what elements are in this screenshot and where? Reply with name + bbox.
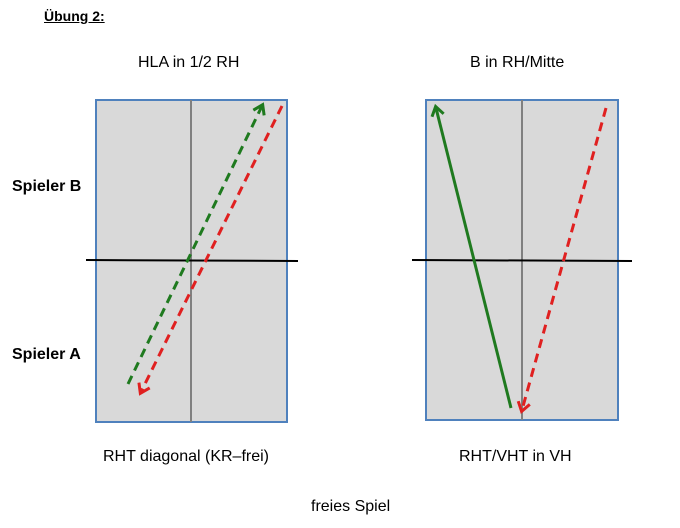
court-right-caption: RHT/VHT in VH [459, 448, 572, 465]
court-right-net [411, 259, 633, 262]
court-right-title: B in RH/Mitte [470, 54, 565, 71]
row-label-player-b: Spieler B [12, 178, 82, 195]
court-left-caption: RHT diagonal (KR–frei) [103, 448, 269, 465]
court-left-net [85, 259, 299, 262]
court-left [85, 99, 299, 423]
court-left-title: HLA in 1/2 RH [138, 54, 240, 71]
court-right [411, 99, 633, 421]
court-left-green-dashed-arrow [126, 102, 266, 385]
footer-caption: freies Spiel [311, 498, 391, 515]
court-right-red-dashed-arrow [516, 107, 608, 415]
court-right-green-solid-arrow [430, 103, 513, 409]
exercise-heading: Übung 2: [44, 8, 105, 24]
court-left-red-dashed-arrow [137, 105, 284, 396]
row-label-player-a: Spieler A [12, 346, 81, 363]
